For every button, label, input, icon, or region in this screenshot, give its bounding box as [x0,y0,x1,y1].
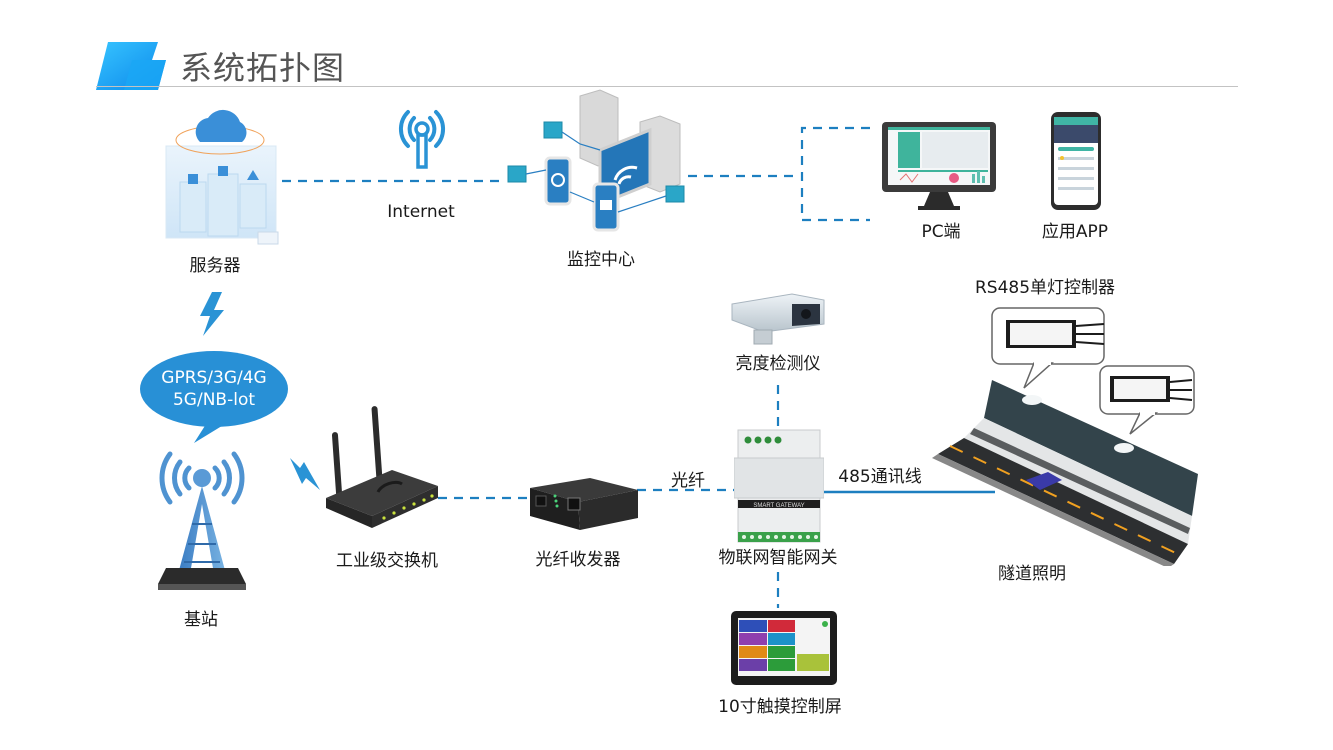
gateway-icon: SMART GATEWAY [734,429,824,543]
title-accent-icon [96,42,166,90]
rs485-link-label: 485通讯线 [838,467,922,487]
cell-tower-icon [158,451,246,590]
network-types-line1: GPRS/3G/4G [161,368,267,388]
internet-label: Internet [387,202,455,222]
network-types: GPRS/3G/4G 5G/NB-lot [138,367,290,411]
iot-gateway-label: 物联网智能网关 [718,548,838,568]
server-label: 服务器 [189,256,241,276]
mobile-app-label: 应用APP [1041,222,1109,242]
tunnel-light-icon [1114,443,1134,453]
desktop-monitor-icon [882,122,996,210]
lightning-icon [200,292,224,336]
smartphone-icon [1051,112,1101,210]
camera-sensor-icon [731,293,825,345]
car-icon [1026,472,1062,490]
brightness-detector-label: 亮度检测仪 [735,354,821,374]
tunnel-lighting-label: 隧道照明 [998,564,1066,584]
fiber-link-label: 光纤 [671,471,705,491]
cloud-server-icon [165,109,279,245]
fiber-transceiver-label: 光纤收发器 [535,550,621,570]
speech-bubble-icon [140,351,288,443]
monitoring-center-label: 监控中心 [567,250,635,270]
touch-screen-label: 10寸触摸控制屏 [718,697,842,717]
lightning-icon [290,458,320,490]
pc-client-label: PC端 [921,222,961,242]
tunnel-road-icon [932,307,1198,566]
touch-panel-icon [731,611,837,685]
lamp-controller-icon [1099,365,1195,435]
router-icon [326,406,438,528]
network-types-line2: 5G/NB-lot [172,390,256,410]
lamp-controller-icon [991,307,1105,389]
media-converter-icon [530,478,638,530]
page-title: 系统拓扑图 [180,49,346,87]
link-clients-bracket [800,126,870,222]
industrial-switch-label: 工业级交换机 [336,551,438,571]
lamp-controller-label: RS485单灯控制器 [974,278,1116,298]
monitoring-center-icon [507,89,685,232]
tunnel-light-icon [1022,395,1042,405]
gateway-device-text: SMART GATEWAY [753,503,804,509]
title-divider [96,86,1238,87]
antenna-icon [398,110,446,169]
base-station-label: 基站 [184,610,218,630]
